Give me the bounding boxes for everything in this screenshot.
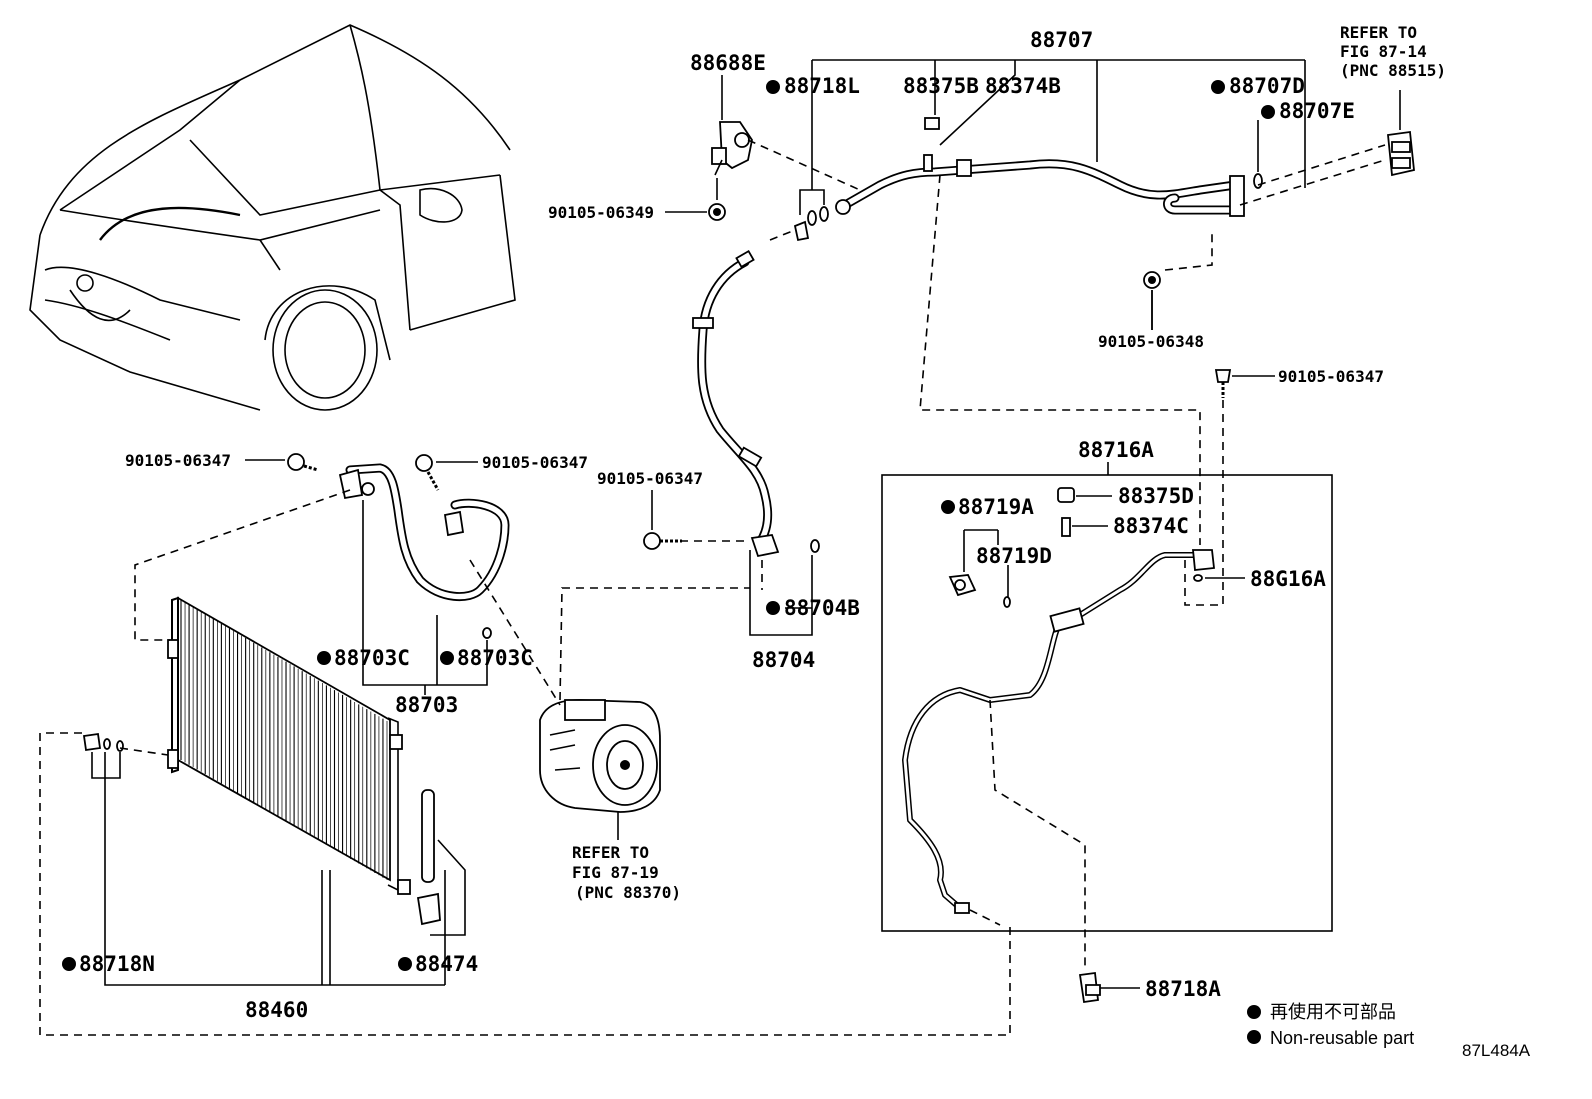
non-reusable-markers (62, 80, 1275, 1044)
label-90105-06347-left[interactable]: 90105-06347 (125, 451, 231, 470)
label-88703C-right[interactable]: 88703C (457, 646, 533, 670)
bracket-88688E[interactable] (711, 121, 753, 176)
refer-fig-87-19-line3[interactable]: (PNC 88370) (575, 883, 681, 902)
vehicle-sketch (29, 24, 516, 411)
label-88719D[interactable]: 88719D (976, 544, 1052, 568)
expansion-valve-ref-87-14[interactable] (1387, 130, 1415, 177)
label-88704B[interactable]: 88704B (784, 596, 860, 620)
label-88374B[interactable]: 88374B (985, 74, 1061, 98)
o-ring-88707D[interactable] (1253, 173, 1263, 189)
condenser-fins (180, 600, 388, 880)
legend-english: Non-reusable part (1270, 1028, 1414, 1048)
label-88703C-left[interactable]: 88703C (334, 646, 410, 670)
legend-chinese: 再使用不可部品 (1270, 1002, 1396, 1022)
o-ring-88719D[interactable] (1003, 596, 1011, 608)
leader-lines (91, 59, 1401, 989)
label-90105-06347-center[interactable]: 90105-06347 (597, 469, 703, 488)
label-88704[interactable]: 88704 (752, 648, 815, 672)
figure-code: 87L484A (1462, 1041, 1531, 1060)
liquid-line-88716A[interactable] (902, 549, 1215, 914)
label-88374C[interactable]: 88374C (1113, 514, 1189, 538)
bolt-90105-06349[interactable] (708, 178, 726, 221)
refer-fig-87-19-line1[interactable]: REFER TO (572, 843, 649, 862)
label-88375B[interactable]: 88375B (903, 74, 979, 98)
pressure-switch-88719A[interactable] (948, 574, 977, 597)
dashed-guide-lines (39, 139, 1386, 1036)
valve-cap-88375D[interactable] (1057, 487, 1075, 503)
label-88707D[interactable]: 88707D (1229, 74, 1305, 98)
liquid-line-assembly-box (881, 474, 1333, 932)
bolt-90105-06347-right[interactable] (1214, 369, 1232, 398)
part-labels: 88707 88688E 88718L 88375B 88374B 88707D… (79, 23, 1446, 1022)
condenser-88460[interactable] (167, 596, 411, 895)
refer-fig-87-14-line3[interactable]: (PNC 88515) (1340, 61, 1446, 80)
label-90105-06348[interactable]: 90105-06348 (1098, 332, 1204, 351)
refer-fig-87-19-line2[interactable]: FIG 87-19 (572, 863, 659, 882)
label-90105-06349[interactable]: 90105-06349 (548, 203, 654, 222)
bolt-90105-06348[interactable] (1143, 271, 1161, 330)
label-90105-06347-right[interactable]: 90105-06347 (1278, 367, 1384, 386)
label-90105-06347-mid[interactable]: 90105-06347 (482, 453, 588, 472)
label-88716A[interactable]: 88716A (1078, 438, 1154, 462)
o-rings-88718L[interactable] (793, 206, 829, 242)
label-88719A[interactable]: 88719A (958, 495, 1034, 519)
valve-core-88374B[interactable] (923, 154, 933, 172)
legend: 再使用不可部品 Non-reusable part (1270, 1002, 1414, 1048)
refer-fig-87-14-line1[interactable]: REFER TO (1340, 23, 1417, 42)
label-88703[interactable]: 88703 (395, 693, 458, 717)
suction-hose-88704[interactable] (692, 249, 780, 558)
o-ring-88718A[interactable] (1078, 971, 1101, 1004)
label-88707E[interactable]: 88707E (1279, 99, 1355, 123)
label-88474[interactable]: 88474 (415, 952, 478, 976)
refer-fig-87-14-line2[interactable]: FIG 87-14 (1340, 42, 1427, 61)
bolt-90105-06347-mid[interactable] (415, 454, 440, 491)
label-88688E[interactable]: 88688E (690, 51, 766, 75)
compressor-ref-87-19[interactable] (539, 699, 661, 813)
label-88718L[interactable]: 88718L (784, 74, 860, 98)
bolt-90105-06347-center[interactable] (643, 532, 682, 550)
label-88460[interactable]: 88460 (245, 998, 308, 1022)
label-88707[interactable]: 88707 (1030, 28, 1093, 52)
valve-core-88374C[interactable] (1061, 517, 1071, 537)
discharge-line-88707[interactable] (835, 159, 1245, 217)
label-88718N[interactable]: 88718N (79, 952, 155, 976)
label-88375D[interactable]: 88375D (1118, 484, 1194, 508)
valve-cap-88375B[interactable] (924, 117, 940, 130)
label-88718A[interactable]: 88718A (1145, 977, 1221, 1001)
o-ring-88704B[interactable] (810, 539, 820, 553)
o-ring-88703C-right[interactable] (482, 627, 492, 639)
o-ring-88G16A[interactable] (1193, 574, 1203, 582)
label-88G16A[interactable]: 88G16A (1250, 567, 1326, 591)
bolt-90105-06347-left[interactable] (287, 453, 319, 472)
o-rings-88718N[interactable] (82, 732, 124, 752)
desiccant-88474[interactable] (416, 789, 441, 926)
